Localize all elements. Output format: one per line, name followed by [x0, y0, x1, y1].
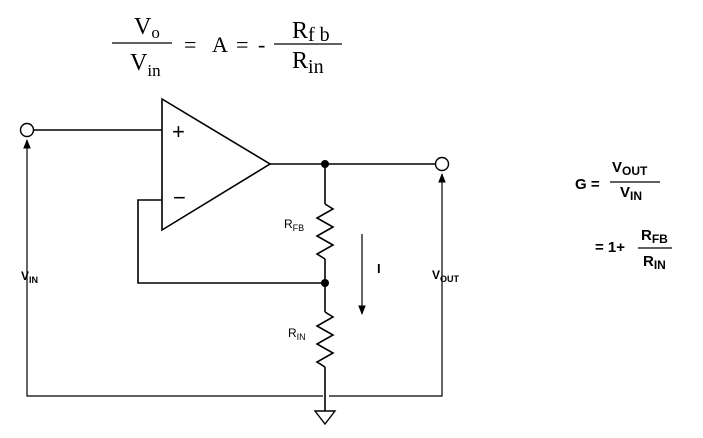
feedback-wire	[137, 199, 325, 284]
formula-eq2: =	[236, 32, 248, 57]
current-label: I	[377, 261, 381, 276]
g-line2-prefix: = 1+	[595, 239, 625, 256]
vin-arrow	[23, 139, 323, 397]
formula-lhs-den: Vin	[130, 50, 161, 80]
g-numerator: VOUT	[612, 159, 648, 178]
gain-formula: Vo Vin = A = - Rf b Rin	[112, 14, 342, 80]
formula-gain-symbol: A	[212, 32, 228, 57]
rin-resistor	[315, 311, 335, 368]
vin-label: VIN	[21, 269, 38, 285]
ground-icon	[313, 410, 337, 426]
op-amp: + −	[161, 97, 272, 232]
op-amp-triangle	[161, 97, 272, 232]
formula-eq1: =	[184, 32, 196, 57]
formula-rhs-den: Rin	[292, 48, 324, 78]
voltage-indicators	[23, 139, 446, 397]
formula-lhs-num: Vo	[134, 14, 160, 42]
vout-arrow	[329, 173, 446, 397]
output-terminal	[434, 156, 450, 172]
vout-label: VOUT	[432, 268, 460, 284]
gain-g-formula: G = VOUT VIN = 1+ RFB RIN	[575, 159, 672, 272]
rfb-resistor	[315, 203, 335, 260]
rfb-label: RFB	[284, 217, 304, 233]
g-label: G =	[575, 176, 600, 193]
input-terminal	[19, 122, 35, 138]
rin-label: RIN	[288, 326, 306, 342]
formula-rhs-num: Rf b	[292, 18, 330, 46]
g-line2-numerator: RFB	[641, 227, 668, 246]
feedback-node	[321, 279, 329, 287]
output-node	[321, 160, 329, 168]
noninverting-input-sign: +	[172, 119, 185, 144]
g-line2-denominator: RIN	[643, 253, 666, 272]
circuit-labels: RFB RIN I VIN VOUT	[21, 217, 460, 342]
inverting-input-sign: −	[173, 185, 186, 210]
formula-minus: -	[258, 32, 265, 57]
wiring	[19, 122, 450, 426]
g-denominator: VIN	[620, 184, 642, 203]
